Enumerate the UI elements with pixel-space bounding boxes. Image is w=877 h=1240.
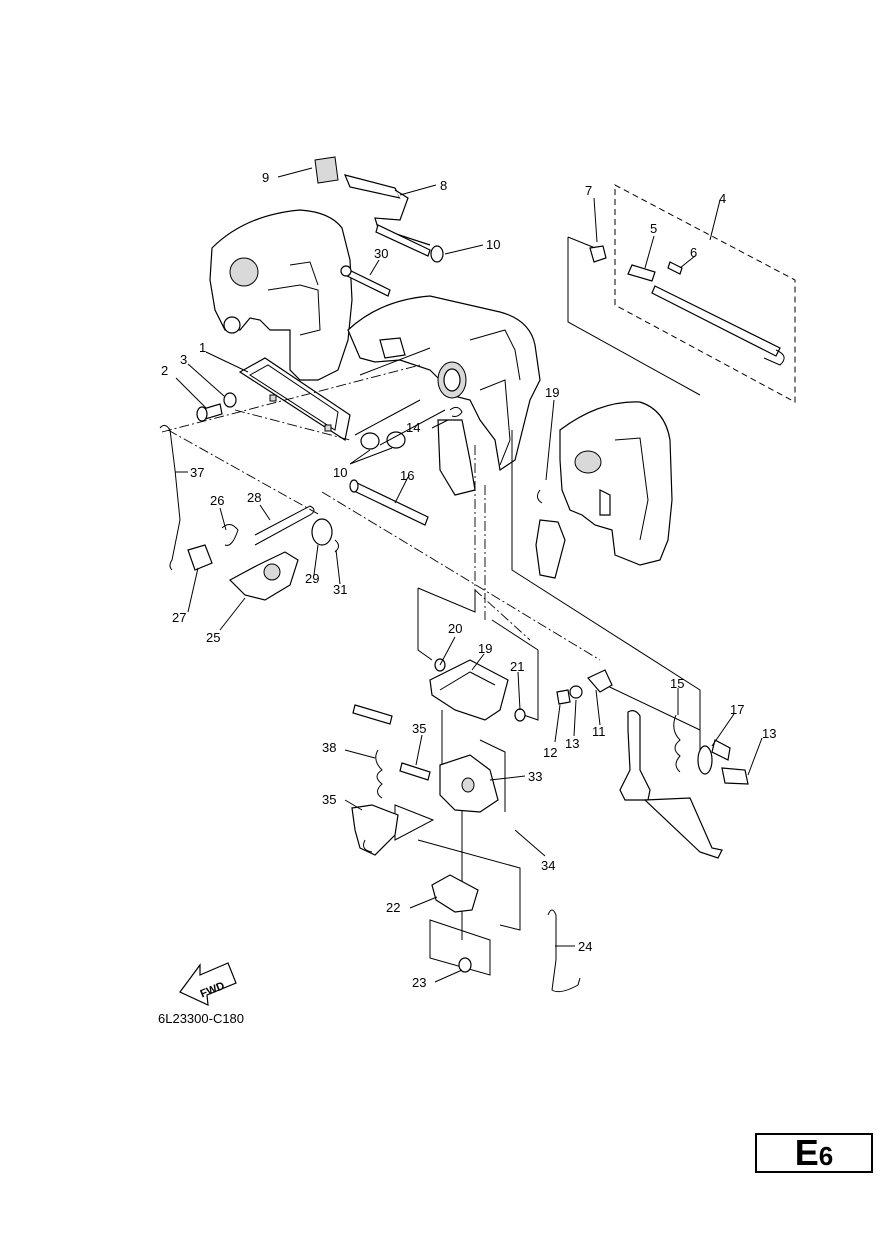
label-19: 19 xyxy=(545,385,559,400)
label-38: 38 xyxy=(322,740,336,755)
swivel-bracket xyxy=(347,295,541,496)
label-23: 22 xyxy=(386,900,400,915)
label-2: 2 xyxy=(161,363,168,378)
left-linkage-group xyxy=(159,424,339,601)
label-31: 30 xyxy=(374,246,388,261)
label-21: 20 xyxy=(448,621,462,636)
label-11: 11 xyxy=(592,724,606,739)
leader-lines xyxy=(175,167,763,983)
label-35: 34 xyxy=(541,858,555,873)
page-number: 6 xyxy=(818,1141,834,1171)
label-9: 9 xyxy=(262,170,269,185)
label-28: 27 xyxy=(172,610,186,625)
label-27: 26 xyxy=(210,493,224,508)
bolt-and-washer xyxy=(196,392,237,422)
label-10-bottom: 10 xyxy=(333,465,347,480)
label-37: 35 xyxy=(412,721,426,736)
kit-dashed-outline xyxy=(567,184,796,403)
left-clamp-bracket xyxy=(209,209,353,381)
lower-lever-assembly xyxy=(429,658,526,973)
label-10-top: 10 xyxy=(486,237,500,252)
label-12: 12 xyxy=(543,745,557,760)
lower-left-parts xyxy=(351,704,431,856)
label-5: 5 xyxy=(650,221,657,236)
page-letter: E xyxy=(794,1132,819,1173)
bottom-spring xyxy=(547,909,581,993)
label-26: 25 xyxy=(206,630,220,645)
label-18: 16 xyxy=(400,468,414,483)
part-number-labels: 9 8 10 30 7 4 5 6 1 3 2 14 19 10 16 37 2… xyxy=(161,170,776,990)
right-clamp-bracket xyxy=(535,401,673,579)
trim-plate xyxy=(238,357,351,441)
diagram-code: 6L23300-C180 xyxy=(158,1011,244,1026)
label-3: 3 xyxy=(180,352,187,367)
bushings-and-clips xyxy=(360,406,543,504)
shaft xyxy=(349,479,429,526)
connector-lines xyxy=(161,347,701,976)
label-29: 28 xyxy=(247,490,261,505)
label-13: 13 xyxy=(565,736,579,751)
label-8: 8 xyxy=(440,178,447,193)
label-24: 23 xyxy=(412,975,426,990)
page-indicator: E 6 xyxy=(755,1133,873,1173)
label-1: 1 xyxy=(199,340,206,355)
label-32: 31 xyxy=(333,582,347,597)
fwd-arrow-icon: FWD xyxy=(179,962,237,1006)
label-15: 14 xyxy=(406,420,420,435)
label-17: 17 xyxy=(730,702,744,717)
label-4: 4 xyxy=(719,191,726,206)
upper-small-parts xyxy=(314,156,444,297)
label-6: 6 xyxy=(690,245,697,260)
label-34: 33 xyxy=(528,769,542,784)
label-25: 24 xyxy=(578,939,592,954)
label-16: 15 xyxy=(670,676,684,691)
label-36: 35 xyxy=(322,792,336,807)
label-14: 13 xyxy=(762,726,776,741)
label-7: 7 xyxy=(585,183,592,198)
label-30: 29 xyxy=(305,571,319,586)
label-20: 19 xyxy=(478,641,492,656)
label-22: 21 xyxy=(510,659,524,674)
lower-right-parts xyxy=(556,669,749,859)
label-33: 37 xyxy=(190,465,204,480)
